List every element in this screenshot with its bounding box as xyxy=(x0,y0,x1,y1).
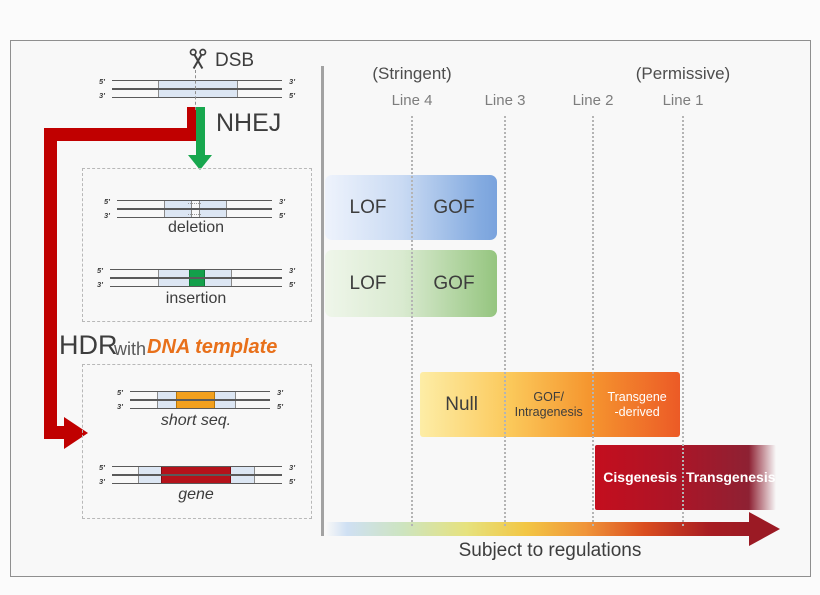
strand-labels-left: 5' 3' xyxy=(117,388,123,411)
bar-cell-gof: GOF xyxy=(433,196,475,218)
bar-cell-transgene-derived: Transgene -derived xyxy=(607,390,667,419)
dsb-label: DSB xyxy=(215,50,255,71)
dna-insertion: 5' 3' 3' 5' xyxy=(97,267,295,288)
gene-label: gene xyxy=(178,486,214,503)
line-2-dotted-line xyxy=(592,116,594,526)
strand-labels-left: 5' 3' xyxy=(99,77,105,100)
insertion-label: insertion xyxy=(165,290,227,307)
bar-cell-lof: LOF xyxy=(349,272,387,294)
strand-labels-right: 3' 5' xyxy=(277,388,283,411)
hdr-with-label: with xyxy=(114,339,147,359)
panel-divider-line xyxy=(321,66,324,536)
stringent-label: (Stringent) xyxy=(372,64,452,83)
strand-labels-right: 3' 5' xyxy=(289,266,295,289)
bar-cell-gof: GOF xyxy=(433,272,475,294)
line-1-dotted-line xyxy=(682,116,684,526)
regulation-axis-label: Subject to regulations xyxy=(458,540,642,561)
strand-labels-left: 5' 3' xyxy=(97,266,103,289)
line-3-dotted-line xyxy=(504,116,506,526)
strand-labels-right: 3' 5' xyxy=(289,77,295,100)
hdr-arrow-segment xyxy=(44,128,196,141)
permissive-label: (Permissive) xyxy=(635,64,731,83)
hdr-red-bar: Cisgenesis Transgenesis xyxy=(595,445,776,510)
hdr-arrow-segment xyxy=(44,128,57,439)
dna-gene: 5' 3' 3' 5' xyxy=(99,464,295,485)
regulation-gradient-arrow xyxy=(326,522,751,536)
hdr-arrow-segment xyxy=(44,426,66,439)
bar-cell-cisgenesis: Cisgenesis xyxy=(603,469,678,486)
deletion-label: deletion xyxy=(167,219,225,236)
dna-dsb: 5' 3' 3' 5' xyxy=(99,78,295,99)
bar-cell-transgenesis: Transgenesis xyxy=(686,469,776,486)
hdr-label: HDR xyxy=(59,330,118,360)
strand-labels-right: 3' 5' xyxy=(279,197,285,220)
hdr-dna-template-label: DNA template xyxy=(147,336,278,358)
line-2-label: Line 2 xyxy=(572,92,614,109)
scissors-icon xyxy=(189,48,207,69)
nhej-arrow xyxy=(196,107,205,157)
nhej-arrowhead-icon xyxy=(188,155,212,170)
dna-short-seq: 5' 3' 3' 5' xyxy=(117,389,283,410)
dna-deletion: 5' 3' 3' 5' xyxy=(104,198,285,219)
bar-cell-null: Null xyxy=(445,393,478,415)
bar-cell-gof-intragenesis: GOF/ Intragenesis xyxy=(514,390,583,419)
strand-labels-left: 5' 3' xyxy=(104,197,110,220)
line-4-label: Line 4 xyxy=(391,92,433,109)
regulation-arrowhead-icon xyxy=(749,512,780,546)
bar-cell-lof: LOF xyxy=(349,196,387,218)
cut-site-dashed-line xyxy=(195,70,196,110)
line-1-label: Line 1 xyxy=(662,92,704,109)
strand-labels-right: 3' 5' xyxy=(289,463,295,486)
hdr-orange-bar: Null GOF/ Intragenesis Transgene -derive… xyxy=(420,372,680,437)
nhej-outcomes-box xyxy=(82,168,312,322)
strand-labels-left: 5' 3' xyxy=(99,463,105,486)
nhej-label: NHEJ xyxy=(216,109,282,137)
line-4-dotted-line xyxy=(411,116,413,526)
hdr-outcomes-box xyxy=(82,364,312,519)
hdr-arrow-segment xyxy=(187,107,196,131)
line-3-label: Line 3 xyxy=(484,92,526,109)
hdr-arrowhead-icon xyxy=(64,417,88,449)
short-seq-label: short seq. xyxy=(160,412,232,429)
